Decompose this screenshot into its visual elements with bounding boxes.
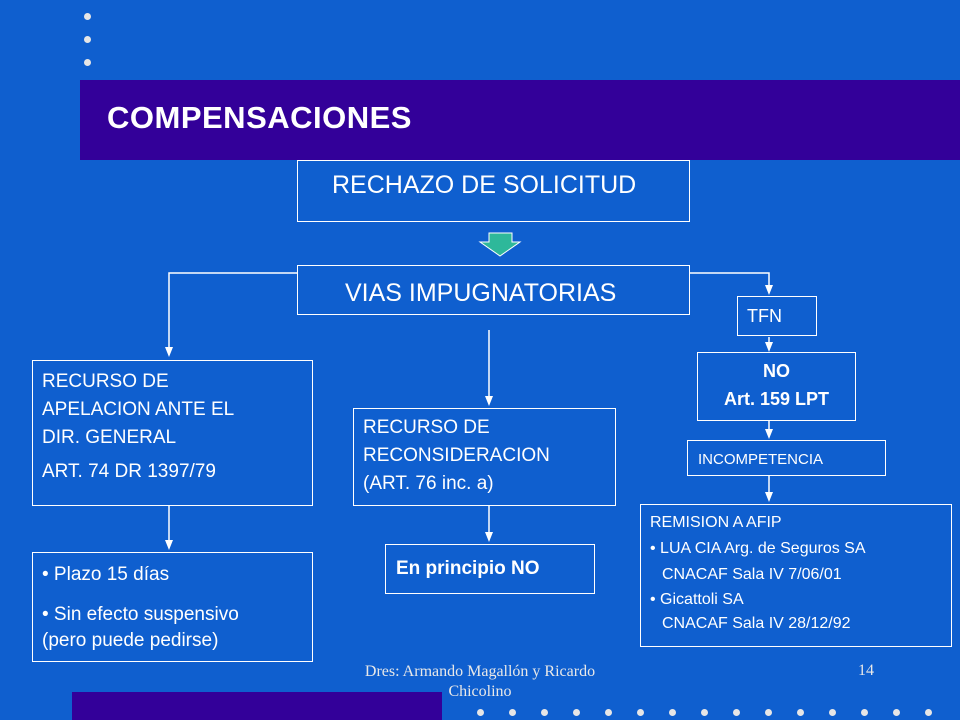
reconsideracion-line: RECONSIDERACION — [363, 445, 550, 466]
reconsideracion-line: RECURSO DE — [363, 417, 490, 438]
tfn-label: TFN — [747, 306, 782, 326]
incompetencia-label: INCOMPETENCIA — [698, 451, 824, 468]
decor-dot — [84, 59, 91, 66]
remision-line: • Gicattoli SA — [650, 591, 744, 608]
remision-box: REMISION A AFIP • LUA CIA Arg. de Seguro… — [640, 504, 952, 647]
down-arrow-icon — [478, 232, 522, 257]
remision-line: REMISION A AFIP — [650, 514, 782, 531]
remision-line: CNACAF Sala IV 28/12/92 — [662, 615, 851, 632]
apelacion-article: ART. 74 DR 1397/79 — [42, 461, 216, 482]
apelacion-box: RECURSO DE APELACION ANTE EL DIR. GENERA… — [32, 360, 313, 506]
principio-box: En principio NO — [385, 544, 595, 594]
no-label: NO — [763, 361, 790, 381]
remision-line: • LUA CIA Arg. de Seguros SA — [650, 540, 866, 557]
decor-dot — [605, 709, 612, 716]
principio-label: En principio NO — [396, 558, 540, 579]
tfn-box: TFN — [737, 296, 817, 336]
decor-dot — [573, 709, 580, 716]
rechazo-box: RECHAZO DE SOLICITUD — [297, 160, 690, 222]
footer-author: Dres: Armando Magallón y Ricardo Chicoli… — [300, 662, 660, 702]
plazo-bullet: • Plazo 15 días — [42, 564, 170, 585]
apelacion-line: RECURSO DE — [42, 371, 169, 392]
decor-dot — [637, 709, 644, 716]
decor-dot — [925, 709, 932, 716]
slide-title: COMPENSACIONES — [107, 100, 412, 135]
reconsideracion-box: RECURSO DE RECONSIDERACION (ART. 76 inc.… — [353, 408, 616, 506]
decor-dot — [701, 709, 708, 716]
vias-label: VIAS IMPUGNATORIAS — [345, 279, 617, 307]
page-number: 14 — [858, 662, 874, 679]
decor-dot — [84, 13, 91, 20]
decor-dot — [669, 709, 676, 716]
decor-dot — [509, 709, 516, 716]
decor-dot — [541, 709, 548, 716]
rechazo-label: RECHAZO DE SOLICITUD — [332, 171, 637, 199]
incompetencia-box: INCOMPETENCIA — [687, 440, 886, 476]
efecto-bullet: • Sin efecto suspensivo — [42, 604, 239, 625]
footer-bar — [72, 692, 442, 720]
no-box: NO Art. 159 LPT — [697, 352, 856, 421]
vias-box: VIAS IMPUGNATORIAS — [297, 265, 690, 315]
decor-dot — [829, 709, 836, 716]
decor-dot — [733, 709, 740, 716]
decor-dot — [893, 709, 900, 716]
decor-dot — [477, 709, 484, 716]
efecto-continuation: (pero puede pedirse) — [42, 630, 219, 651]
decor-dot — [797, 709, 804, 716]
apelacion-line: DIR. GENERAL — [42, 427, 177, 448]
reconsideracion-line: (ART. 76 inc. a) — [363, 473, 494, 494]
footer-author-line2: Chicolino — [448, 683, 512, 700]
connector-right — [690, 272, 773, 295]
footer-author-line1: Dres: Armando Magallón y Ricardo — [364, 663, 596, 680]
decor-dot — [765, 709, 772, 716]
title-bar — [80, 80, 960, 160]
art159-label: Art. 159 LPT — [723, 389, 830, 409]
decor-dot — [861, 709, 868, 716]
plazo-box: • Plazo 15 días • Sin efecto suspensivo … — [32, 552, 313, 662]
apelacion-line: APELACION ANTE EL — [42, 399, 235, 420]
connector-left — [165, 272, 298, 357]
remision-line: CNACAF Sala IV 7/06/01 — [662, 566, 842, 583]
decor-dot — [84, 36, 91, 43]
